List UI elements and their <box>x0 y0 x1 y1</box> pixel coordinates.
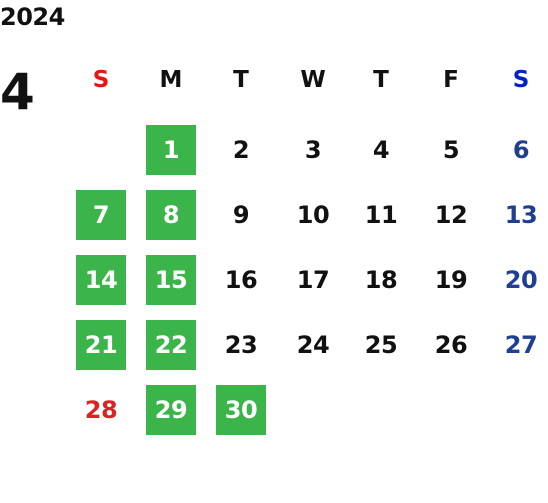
day-26[interactable]: 26 <box>434 331 468 359</box>
day-4[interactable]: 4 <box>372 136 390 164</box>
day-5[interactable]: 5 <box>442 136 460 164</box>
day-16[interactable]: 16 <box>224 266 258 294</box>
weekday-saturday: S <box>512 67 530 93</box>
day-14[interactable]: 14 <box>76 255 126 305</box>
day-1[interactable]: 1 <box>146 125 196 175</box>
day-24[interactable]: 24 <box>296 331 330 359</box>
weekday-wednesday: W <box>300 67 326 93</box>
day-7[interactable]: 7 <box>76 190 126 240</box>
day-30[interactable]: 30 <box>216 385 266 435</box>
day-18[interactable]: 18 <box>364 266 398 294</box>
day-9[interactable]: 9 <box>232 201 250 229</box>
day-15[interactable]: 15 <box>146 255 196 305</box>
day-28[interactable]: 28 <box>84 396 118 424</box>
day-20[interactable]: 20 <box>504 266 538 294</box>
weekday-thursday: T <box>373 67 389 93</box>
day-12[interactable]: 12 <box>434 201 468 229</box>
day-8[interactable]: 8 <box>146 190 196 240</box>
day-19[interactable]: 19 <box>434 266 468 294</box>
day-13[interactable]: 13 <box>504 201 538 229</box>
year-label: 2024 <box>0 3 65 31</box>
weekday-monday: M <box>159 67 183 93</box>
weekday-sunday: S <box>92 67 110 93</box>
day-25[interactable]: 25 <box>364 331 398 359</box>
day-17[interactable]: 17 <box>296 266 330 294</box>
day-2[interactable]: 2 <box>232 136 250 164</box>
month-number: 4 <box>0 63 35 121</box>
day-11[interactable]: 11 <box>364 201 398 229</box>
day-23[interactable]: 23 <box>224 331 258 359</box>
day-22[interactable]: 22 <box>146 320 196 370</box>
day-10[interactable]: 10 <box>296 201 330 229</box>
day-3[interactable]: 3 <box>304 136 322 164</box>
day-29[interactable]: 29 <box>146 385 196 435</box>
weekday-tuesday: T <box>233 67 249 93</box>
day-27[interactable]: 27 <box>504 331 538 359</box>
day-21[interactable]: 21 <box>76 320 126 370</box>
day-6[interactable]: 6 <box>512 136 530 164</box>
weekday-friday: F <box>443 67 459 93</box>
